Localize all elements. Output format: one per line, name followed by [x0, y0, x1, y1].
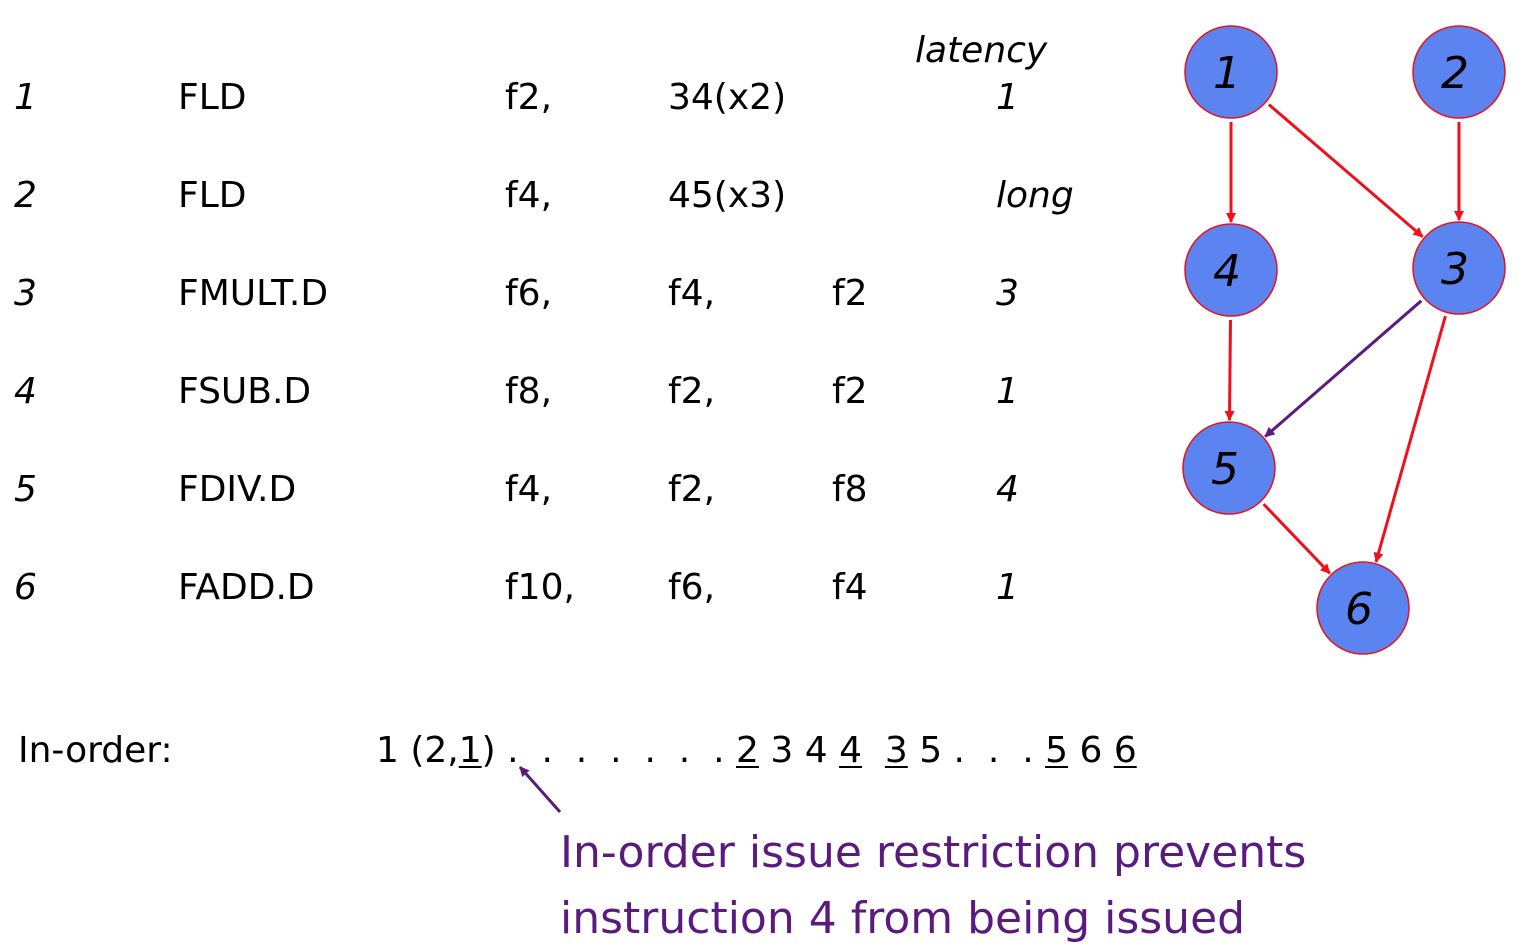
annotation-arrow: [518, 766, 562, 813]
row-6-b: f6,: [668, 567, 716, 608]
row-2-lat: long: [996, 175, 1074, 216]
row-4-a: f8,: [505, 371, 553, 412]
row-3-op: FMULT.D: [178, 273, 329, 314]
row-3-lat: 3: [996, 273, 1019, 314]
sequence-token: 5: [1045, 730, 1069, 771]
row-5-a: f4,: [505, 469, 553, 510]
edge-3-5: [1264, 299, 1423, 438]
row-4-c: f2: [832, 371, 868, 412]
row-5-lat: 4: [996, 469, 1019, 510]
sequence-token: . . . . . . .: [495, 730, 737, 771]
row-2-num: 2: [14, 175, 37, 216]
node-circle: [1184, 25, 1278, 119]
sequence-token: 6: [1113, 730, 1137, 771]
row-6-a: f10,: [505, 567, 575, 608]
node-label: 6: [1345, 584, 1373, 635]
sequence-token: 4: [839, 730, 862, 771]
node-circle: [1182, 421, 1276, 515]
row-3-c: f2: [832, 273, 868, 314]
node-label: 1: [1213, 48, 1241, 99]
node-5: 5: [1182, 421, 1276, 515]
edge-1-3: [1267, 103, 1424, 238]
node-label: 2: [1441, 48, 1469, 99]
sequence-token: ): [481, 730, 496, 771]
node-label: 3: [1441, 244, 1469, 295]
node-3: 3: [1412, 221, 1506, 315]
row-1-op: FLD: [178, 77, 247, 118]
annotation-line-2: instruction 4 from being issued: [560, 893, 1246, 944]
row-1-b: 34(x2): [668, 77, 787, 118]
node-circle: [1412, 221, 1506, 315]
sequence-token: 1: [376, 730, 399, 771]
node-circle: [1316, 561, 1410, 655]
row-3-b: f4,: [668, 273, 716, 314]
row-2-op: FLD: [178, 175, 247, 216]
row-3-num: 3: [14, 273, 37, 314]
edge-4-5: [1224, 319, 1235, 422]
row-4-num: 4: [14, 371, 37, 412]
sequence-token: [862, 730, 885, 771]
row-5-op: FDIV.D: [178, 469, 297, 510]
node-label: 5: [1211, 444, 1239, 495]
row-5-c: f8: [832, 469, 868, 510]
node-1: 1: [1184, 25, 1278, 119]
sequence-token: 5 . . .: [907, 730, 1046, 771]
latency-header: latency: [915, 30, 1048, 71]
sequence-token: (2,: [398, 730, 459, 771]
row-6-num: 6: [14, 567, 37, 608]
issue-sequence: 1 (2,1) . . . . . . . 2 3 4 4 3 5 . . . …: [376, 730, 1137, 771]
node-circle: [1184, 223, 1278, 317]
row-1-a: f2,: [505, 77, 553, 118]
graph-nodes: 1 2 3 4 5 6: [1182, 25, 1506, 655]
sequence-token: 3 4: [758, 730, 840, 771]
sequence-token: 1: [458, 730, 482, 771]
row-5-b: f2,: [668, 469, 716, 510]
row-6-c: f4: [832, 567, 868, 608]
row-4-lat: 1: [996, 371, 1019, 412]
row-1-num: 1: [14, 77, 37, 118]
edge-3-6: [1373, 315, 1447, 563]
sequence-label: In-order:: [18, 730, 173, 771]
row-1-lat: 1: [996, 77, 1019, 118]
row-2-a: f4,: [505, 175, 553, 216]
node-6: 6: [1316, 561, 1410, 655]
node-2: 2: [1412, 25, 1506, 119]
row-6-lat: 1: [996, 567, 1019, 608]
row-6-op: FADD.D: [178, 567, 315, 608]
row-3-a: f6,: [505, 273, 553, 314]
annotation-line-1: In-order issue restriction prevents: [560, 827, 1307, 878]
sequence-token: 2: [736, 730, 759, 771]
sequence-token: 3: [884, 730, 908, 771]
node-label: 4: [1213, 246, 1241, 297]
node-circle: [1412, 25, 1506, 119]
row-2-b: 45(x3): [668, 175, 787, 216]
annotation-note: In-order issue restriction prevents inst…: [560, 820, 1460, 952]
edge-5-6: [1262, 503, 1331, 575]
row-4-op: FSUB.D: [178, 371, 312, 412]
row-5-num: 5: [14, 469, 37, 510]
graph-edges: [1224, 103, 1464, 575]
row-4-b: f2,: [668, 371, 716, 412]
sequence-token: 6: [1068, 730, 1114, 771]
node-4: 4: [1184, 223, 1278, 317]
